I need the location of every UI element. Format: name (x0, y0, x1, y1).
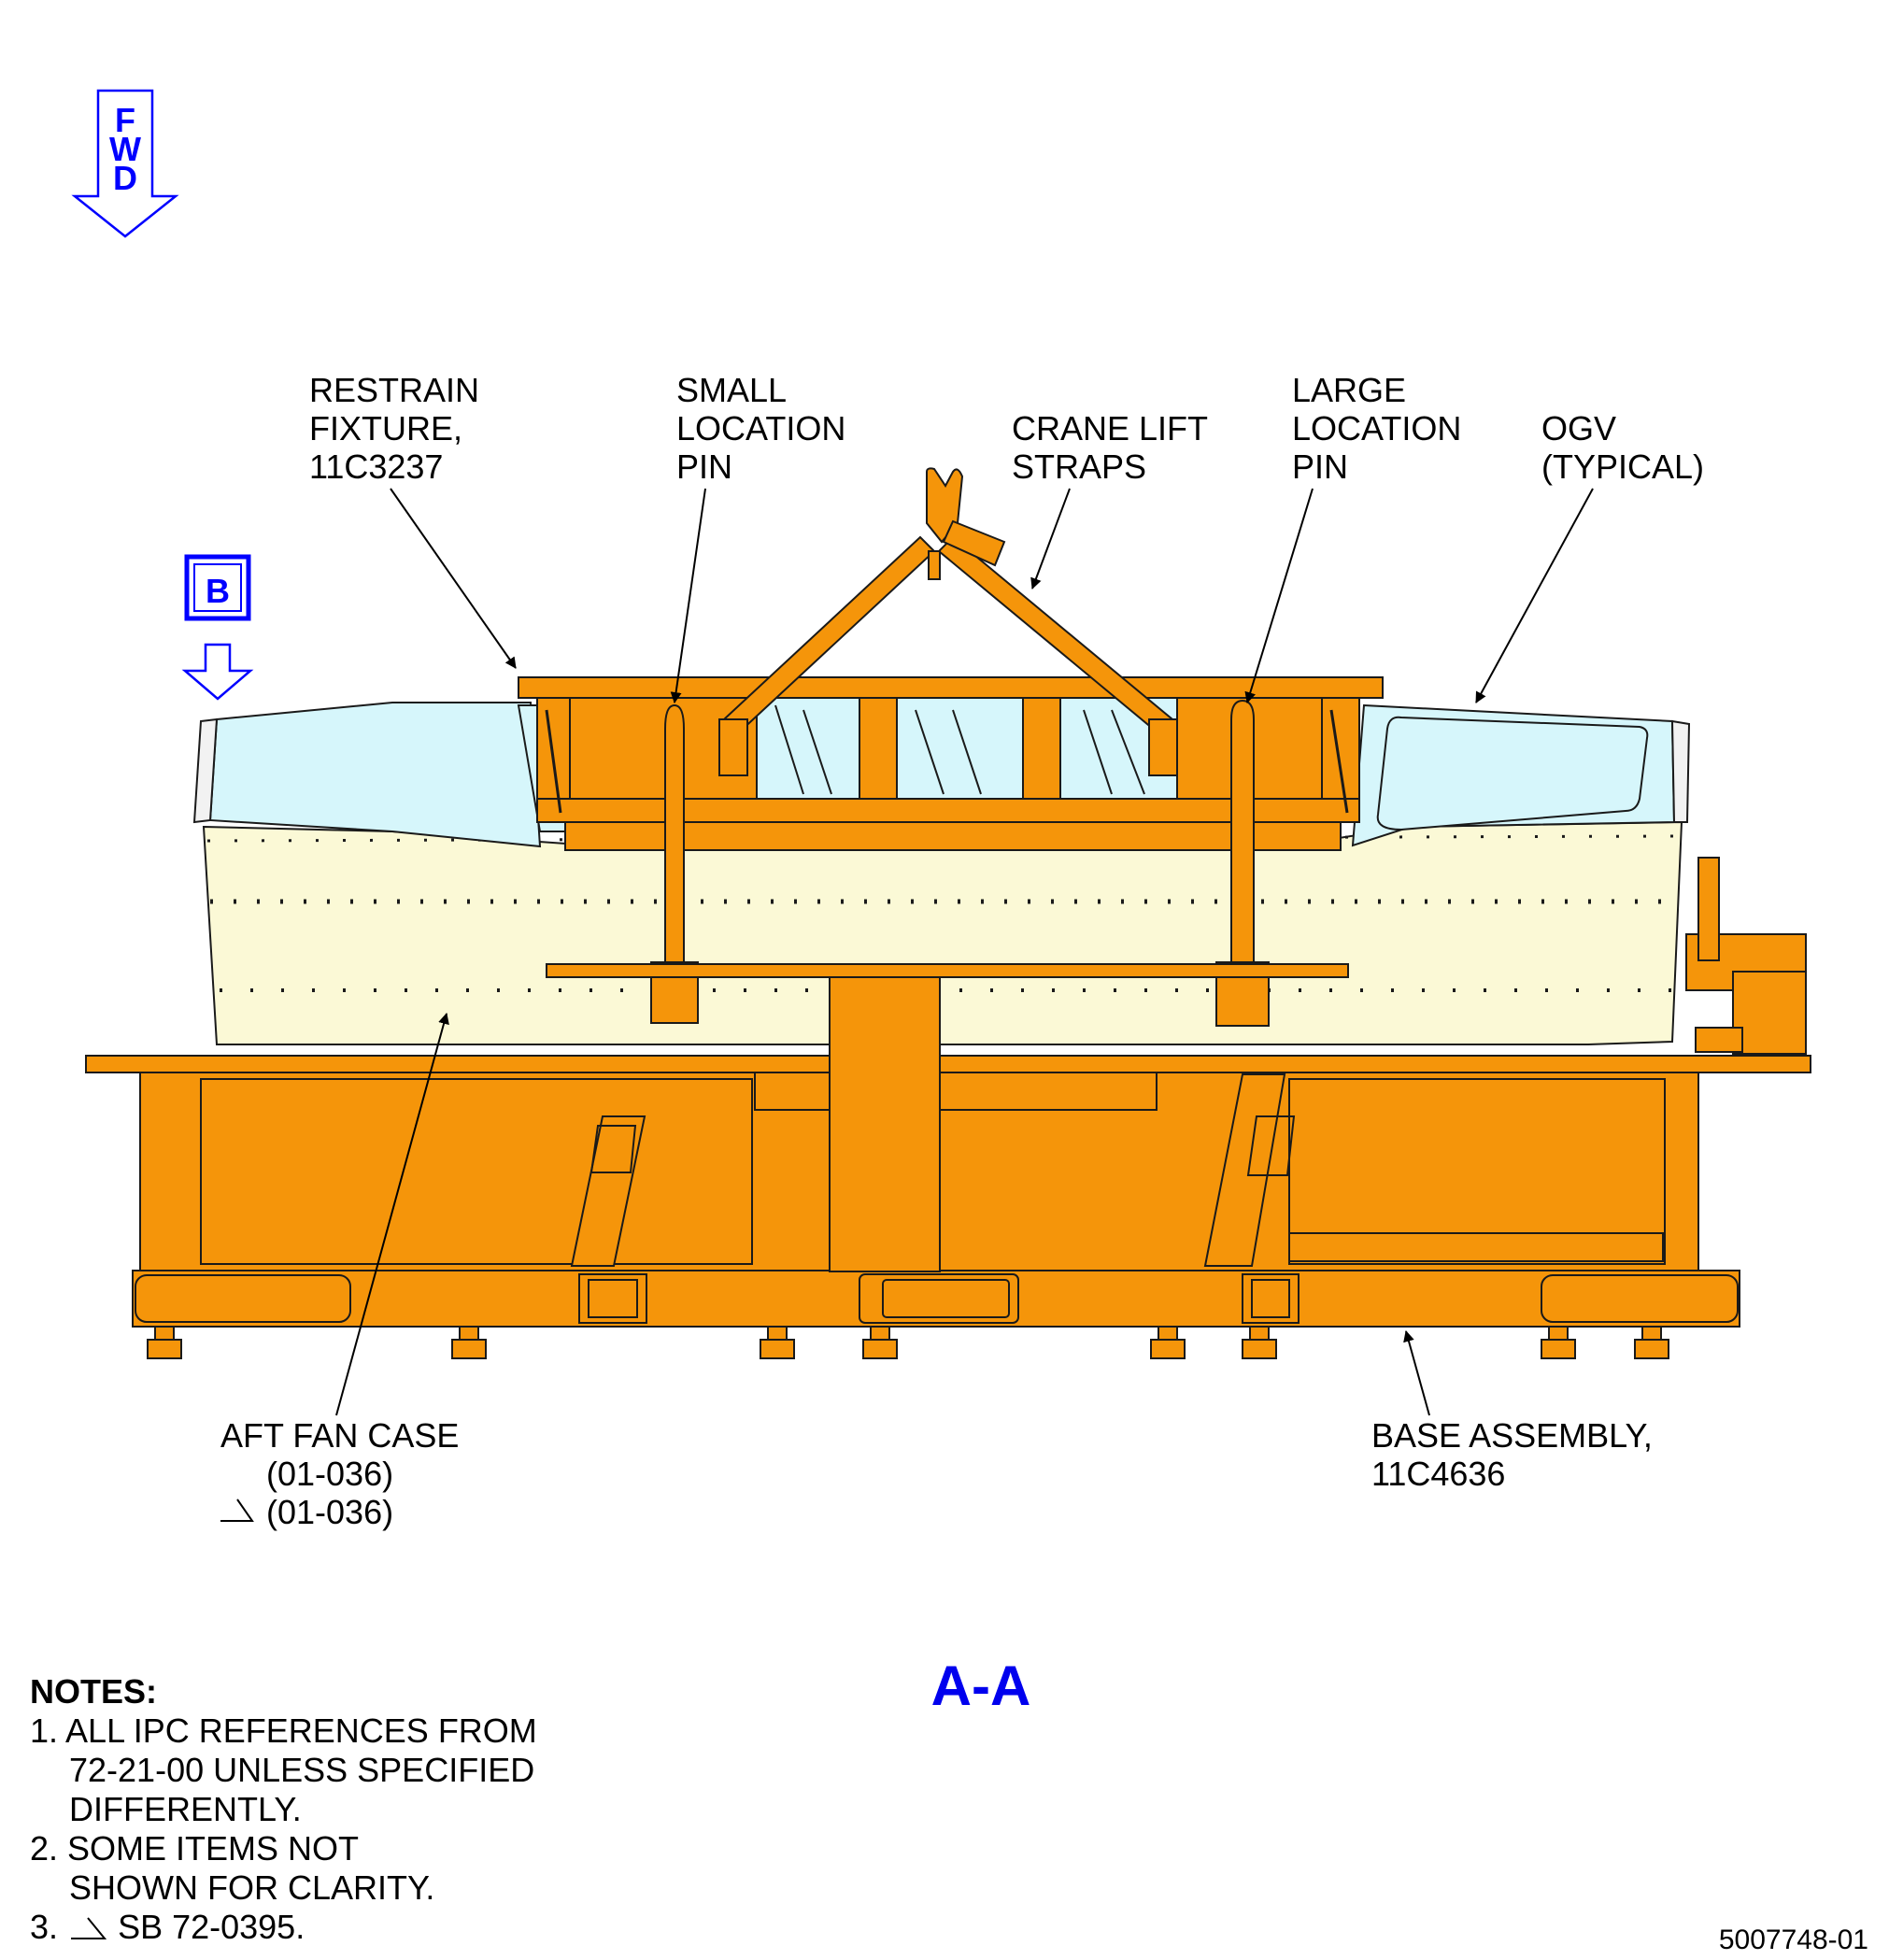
small-location-pin-line-1: SMALL (676, 371, 787, 409)
note-3: 3. SB 72-0395. (30, 1908, 537, 1947)
note-1-line-1: 1. ALL IPC REFERENCES FROM (30, 1711, 537, 1750)
large-location-pin-line-3: PIN (1292, 447, 1348, 486)
view-b-callout: B (181, 554, 254, 701)
foot-6 (1242, 1326, 1277, 1359)
note-2-line-1: 2. SOME ITEMS NOT (30, 1829, 360, 1868)
document-number: 5007748-01 (1718, 1924, 1868, 1955)
leveling-feet (147, 1326, 1669, 1359)
foot-1 (147, 1326, 182, 1359)
leader-base-assembly (1403, 1330, 1430, 1416)
large-location-pin-line-1: LARGE (1292, 371, 1406, 409)
ogv-line-2: (TYPICAL) (1541, 447, 1704, 486)
fwd-letter-d: D (113, 159, 137, 197)
restrain-fixture-line-3: 11C3237 (309, 447, 443, 486)
ogv-right (1351, 703, 1691, 847)
label-small-location-pin: SMALL LOCATION PIN (676, 371, 845, 486)
fwd-letter-w: W (109, 130, 141, 168)
note-3-number: 3. (30, 1908, 59, 1946)
effectivity-triangle-icon (71, 1917, 107, 1939)
note-3-text: SB 72-0395. (118, 1908, 305, 1946)
aft-fan-case-line-2: (01-036) (266, 1455, 393, 1493)
foot-4 (862, 1326, 898, 1359)
base-assembly-line-2: 11C4636 (1371, 1455, 1505, 1493)
foot-3 (760, 1326, 795, 1359)
label-base-assembly: BASE ASSEMBLY, 11C4636 (1371, 1416, 1653, 1493)
crane-lift-straps-line-1: CRANE LIFT (1012, 409, 1208, 447)
leader-small-location-pin (670, 488, 706, 703)
small-location-pin-line-3: PIN (676, 447, 732, 486)
crane-lift-straps (718, 467, 1178, 776)
foot-5 (1150, 1326, 1186, 1359)
foot-2 (451, 1326, 487, 1359)
note-2-line-2: SHOWN FOR CLARITY. (69, 1868, 435, 1907)
leader-aft-fan-case (335, 1013, 449, 1416)
leader-crane-lift-straps (1030, 488, 1071, 589)
crossbar-and-column (546, 963, 1349, 1272)
fwd-arrow-icon: F W D (71, 89, 179, 238)
view-b-letter: B (206, 572, 230, 610)
crane-lift-straps-line-2: STRAPS (1012, 447, 1146, 486)
ogv-left (192, 702, 585, 848)
leader-restrain-fixture (390, 488, 517, 669)
effectivity-triangle-icon (220, 1498, 254, 1522)
aft-fan-case-line-3: (01-036) (266, 1493, 393, 1531)
foot-7 (1541, 1326, 1576, 1359)
aft-fan-case-line-1: AFT FAN CASE (220, 1416, 459, 1455)
aft-fan-case (202, 820, 1683, 1045)
foot-8 (1634, 1326, 1669, 1359)
base-assembly-line-1: BASE ASSEMBLY, (1371, 1416, 1653, 1455)
restrain-fixture-line-2: FIXTURE, (309, 409, 462, 447)
small-location-pin-line-2: LOCATION (676, 409, 845, 447)
leader-large-location-pin (1244, 488, 1314, 703)
label-crane-lift-straps: CRANE LIFT STRAPS (1012, 409, 1208, 486)
leader-lines (335, 488, 1594, 1416)
notes-heading: NOTES: (30, 1672, 158, 1711)
note-1-line-2: 72-21-00 UNLESS SPECIFIED (69, 1751, 535, 1789)
label-aft-fan-case: AFT FAN CASE (01-036) (01-036) (220, 1416, 459, 1531)
notes-block: NOTES: 1. ALL IPC REFERENCES FROM 72-21-… (30, 1672, 537, 1947)
label-ogv: OGV (TYPICAL) (1541, 409, 1704, 486)
large-location-pin-line-2: LOCATION (1292, 409, 1461, 447)
label-large-location-pin: LARGE LOCATION PIN (1292, 371, 1461, 486)
label-restrain-fixture: RESTRAIN FIXTURE, 11C3237 (309, 371, 479, 486)
view-b-arrow-icon (181, 643, 254, 701)
note-1: 1. ALL IPC REFERENCES FROM 72-21-00 UNLE… (30, 1711, 537, 1829)
fwd-letter-f: F (115, 101, 135, 139)
restrain-fixture-line-1: RESTRAIN (309, 371, 479, 409)
leader-ogv (1475, 488, 1594, 703)
ogv-line-1: OGV (1541, 409, 1616, 447)
base-assembly (85, 1055, 1811, 1328)
right-bracket (1685, 857, 1807, 1055)
note-1-line-3: DIFFERENTLY. (69, 1790, 302, 1828)
note-2: 2. SOME ITEMS NOT SHOWN FOR CLARITY. (30, 1829, 537, 1908)
